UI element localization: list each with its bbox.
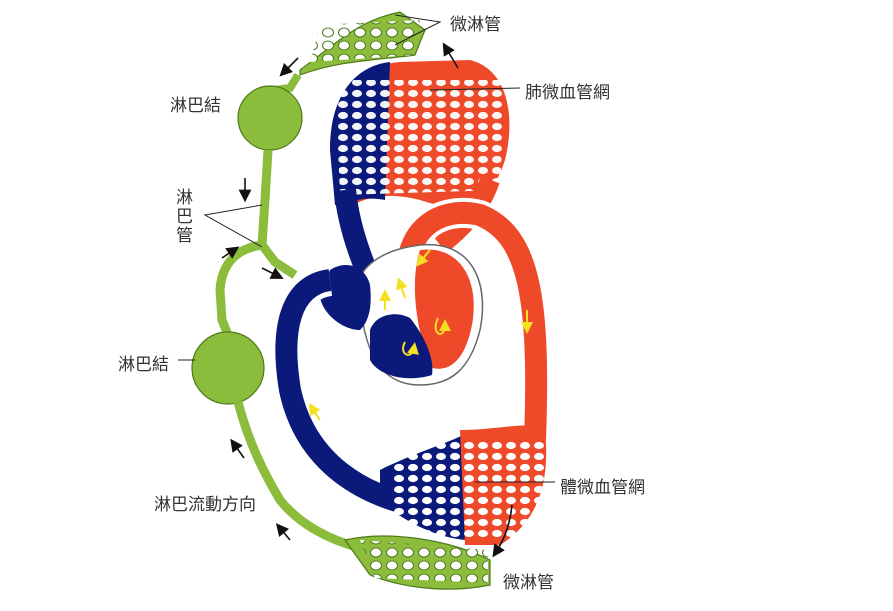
systemic-capillary-net — [380, 425, 548, 545]
label-lymph-flow-direction: 淋巴流動方向 — [154, 495, 256, 515]
lymphatic-system — [191, 11, 491, 590]
label-lymph-vessel: 淋巴管 — [172, 188, 192, 245]
label-lymph-capillary-bottom: 微淋管 — [503, 573, 554, 593]
label-systemic-capillary-net: 體微血管網 — [560, 478, 645, 498]
blood-flow-arrows — [308, 249, 533, 421]
label-lymph-node-top: 淋巴結 — [170, 96, 221, 116]
label-lymph-capillary-top: 微淋管 — [450, 15, 501, 35]
label-lymph-node-middle: 淋巴結 — [118, 355, 169, 375]
leader-lines — [178, 14, 555, 483]
pulmonary-capillary-net — [330, 60, 510, 215]
heart — [320, 243, 484, 386]
lymph-flow-arrows — [221, 42, 513, 558]
label-pulmonary-capillary-net: 肺微血管網 — [525, 83, 610, 103]
